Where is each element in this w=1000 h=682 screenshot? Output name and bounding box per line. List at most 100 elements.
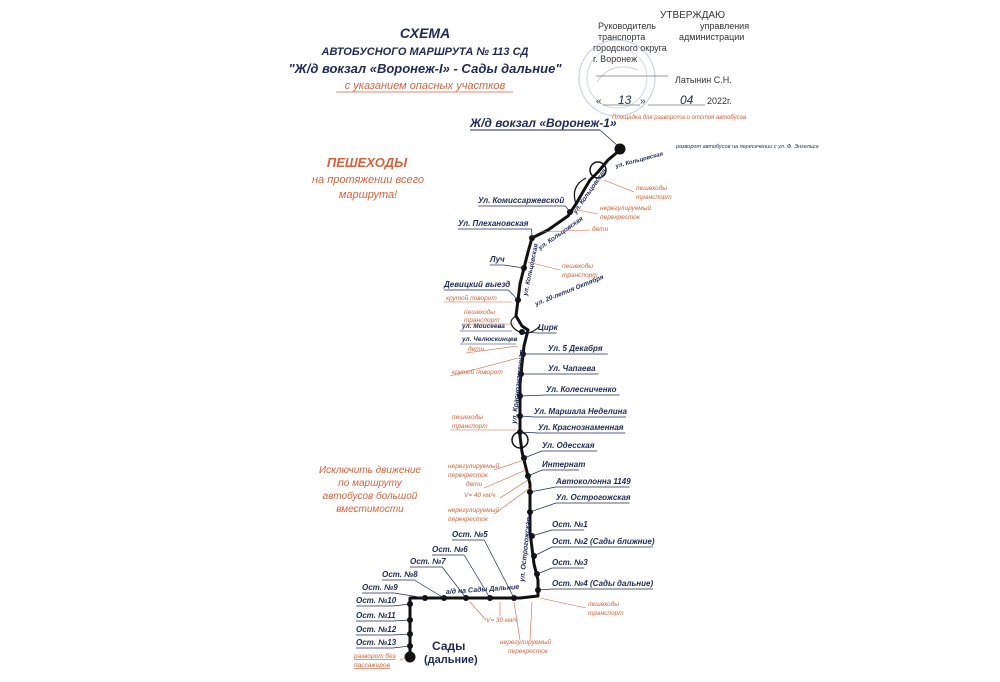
stop-right-leader-18 <box>537 588 553 591</box>
hazard-ped-4a: пешеходы <box>452 413 483 421</box>
stop-left-leader-8 <box>392 633 411 636</box>
loop-path <box>510 315 541 334</box>
terminal-start-label: Ж/д вокзал «Воронеж-1» <box>469 116 617 130</box>
stop-left-leader-1 <box>483 539 515 599</box>
stop-right-leader-15 <box>531 529 553 537</box>
svg-text:«: « <box>596 96 602 107</box>
street-moiseeva: ул. Моисеева <box>461 323 505 330</box>
stop-right-10: Ул. Краснознаменная <box>538 423 624 432</box>
stop-right-leader-16 <box>533 546 553 557</box>
stop-right-14: Ул. Острогожская <box>556 493 631 502</box>
scheme-subtitle-1: АВТОБУСНОГО МАРШРУТА № 113 СД <box>321 46 529 58</box>
stop-right-leader-8 <box>519 394 547 397</box>
approval-line2b: администрации <box>679 32 744 42</box>
approval-line1a: Руководитель <box>598 21 656 31</box>
scheme-note: с указанием опасных участков <box>345 80 506 92</box>
terminal-end-marker <box>404 651 416 663</box>
exclusion-line4: вместимости <box>336 504 404 515</box>
stop-right-leader-11 <box>523 450 543 459</box>
stop-right-leader-17 <box>536 567 553 575</box>
stop-right-11: Ул. Одесская <box>542 441 595 450</box>
approval-signer: Латынин С.Н. <box>675 75 732 85</box>
hazard-neregul-2b: перекресток <box>448 472 489 479</box>
pedestrians-line2: на протяжении всего <box>312 174 424 186</box>
stop-right-17: Ост. №3 <box>552 558 588 567</box>
stop-right-4: Девицкий выезд <box>443 280 510 289</box>
stop-right-leader-12 <box>527 469 543 477</box>
hazard-ped-3b: транспорт <box>464 317 500 324</box>
hazard-neregul-1b: перекресток <box>600 214 641 221</box>
stop-left-6: Ост. №10 <box>356 596 397 605</box>
start-platform-note: Площадка для разворота и отстоя автобусо… <box>612 115 746 121</box>
approval-line4: г. Воронеж <box>593 54 637 64</box>
roundabout-marker <box>589 161 607 179</box>
stop-left-leader-3 <box>441 566 467 599</box>
stop-right-13: Автоколонна 1149 <box>555 477 631 486</box>
stop-right-2: Ул. Плехановская <box>458 219 529 228</box>
hazard-razvorot-a: разворот без <box>353 652 396 660</box>
stop-right-15: Ост. №1 <box>552 520 588 529</box>
street-sady-dalnie: а/д на Сады Дальние <box>446 583 520 596</box>
stop-right-7: Ул. Чапаева <box>548 364 596 373</box>
scheme-title: СХЕМА <box>400 25 450 41</box>
pedestrians-title: ПЕШЕХОДЫ <box>327 155 408 170</box>
hazard-deti-3: дети <box>466 480 483 488</box>
stop-right-leader-9 <box>519 415 535 418</box>
stop-left-1: Ост. №5 <box>452 530 488 539</box>
stop-right-leader-14 <box>529 502 557 513</box>
stop-left-3: Ост. №7 <box>410 557 446 566</box>
hazard-ped-1a: пешеходы <box>636 184 667 192</box>
hazard-neregul-4b: перекресток <box>508 648 549 655</box>
stop-right-16: Ост. №2 (Сады ближние) <box>552 537 655 546</box>
stop-right-leader-4 <box>508 289 519 301</box>
hazard-deti-2: дети <box>468 345 485 353</box>
exclusion-line2: по маршруту <box>338 478 402 489</box>
stop-right-leader-3 <box>503 264 525 269</box>
stop-left-leader-4 <box>414 579 445 599</box>
hazard-ped-3a: пешеходы <box>464 308 495 316</box>
stop-left-leader-2 <box>463 554 491 599</box>
hazard-deti-1: дети <box>592 225 609 233</box>
hazard-speed-30: V= 30 км/ч <box>486 617 518 624</box>
hazard-ped-1b: транспорт <box>636 194 672 201</box>
stop-right-6: Ул. 5 Декабря <box>548 344 603 353</box>
hazard-neregul-4a: нерегулируемый <box>500 638 552 646</box>
stop-right-1: Ул. Комиссаржевской <box>478 196 564 205</box>
hazard-ped-5a: пешеходы <box>588 600 619 608</box>
scheme-subtitle-2: "Ж/д вокзал «Воронеж-I» - Сады дальние" <box>288 61 562 76</box>
hazard-ped-2b: транспорт <box>562 272 598 279</box>
stop-left-9: Ост. №13 <box>356 638 397 647</box>
approval-heading: УТВЕРЖДАЮ <box>660 10 725 21</box>
exclusion-line3: автобусов большой <box>323 490 418 502</box>
approval-month: 04 <box>680 93 694 107</box>
hazard-neregul-1a: нерегулируемый <box>600 204 652 212</box>
street-krasnoznamennaya: ул. Краснознаменная <box>511 350 526 426</box>
stop-right-leader-5 <box>521 331 539 334</box>
hazard-krutoy-2: крутой поворот <box>452 368 503 376</box>
stop-right-leader-10 <box>519 431 539 434</box>
stop-right-18: Ост. №4 (Сады дальние) <box>552 579 653 588</box>
hazard-razvorot-b: пассажиров <box>354 662 391 669</box>
hazard-neregul-2a: нерегулируемый <box>448 462 500 470</box>
street-ostrogozhskaya: ул. Острогожская <box>519 517 533 583</box>
stop-left-5: Ост. №9 <box>362 583 398 592</box>
stop-left-leader-7 <box>392 619 411 622</box>
stop-left-leader-9 <box>392 645 411 649</box>
terminal-end-label-2: (дальние) <box>424 654 478 666</box>
approval-line3: городского округа <box>593 43 667 53</box>
hazard-ped-5b: транспорт <box>588 610 624 617</box>
hazard-neregul-3b: перекресток <box>448 516 489 523</box>
hazard-neregul-3a: нерегулируемый <box>448 506 500 514</box>
hazard-ped-2a: пешеходы <box>562 262 593 270</box>
stop-right-3: Луч <box>489 255 505 264</box>
turnaround-note: разворот автобусов на пересечении с ул. … <box>675 144 819 150</box>
turnaround-path <box>573 177 587 205</box>
stop-right-9: Ул. Маршала Неделина <box>534 407 627 416</box>
terminal-end-label-1: Сады <box>432 639 465 653</box>
stop-right-12: Интернат <box>542 460 585 469</box>
approval-year: 2022г. <box>707 96 732 106</box>
approval-line2a: транспорта <box>598 32 645 42</box>
